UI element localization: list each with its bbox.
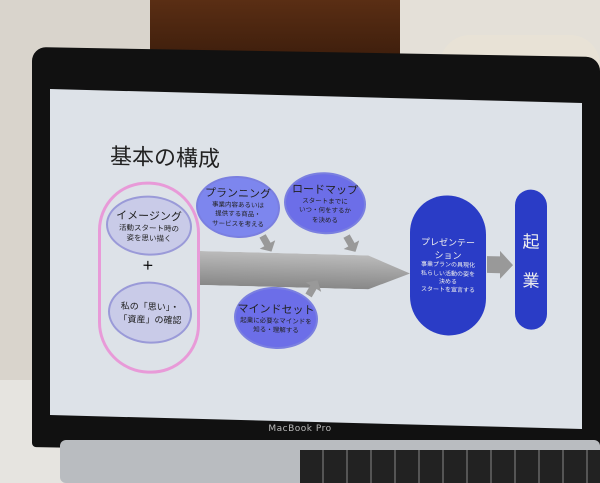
planning-line: サービスを考える — [212, 218, 264, 229]
arrow-down-icon — [255, 232, 280, 256]
presentation-line: スタートを宣言する — [420, 286, 475, 295]
mindset-bubble: マインドセット 起業に必要なマインドを 知る・理解する — [234, 285, 318, 351]
door — [150, 0, 400, 58]
roadmap-line: を決める — [312, 215, 338, 225]
double-arrow-icon — [487, 250, 513, 279]
keyboard — [300, 450, 600, 483]
planning-bubble: プランニング 事業内容あるいは 提供する商品・ サービスを考える — [196, 174, 280, 240]
goal-char: 業 — [522, 271, 540, 292]
presentation-pill: プレゼンテー ション 事業プランの具現化 私らしい活動の姿を 決める スタートを… — [410, 194, 486, 337]
roadmap-bubble: ロードマップ スタートまでに いつ・何をするか を決める — [284, 171, 366, 236]
goal-char: 起 — [522, 232, 540, 253]
confirm-line: 「資産」の確認 — [118, 314, 182, 327]
imaging-heading: イメージング — [116, 208, 182, 223]
laptop-brand: MacBook Pro — [268, 424, 332, 434]
arrow-down-icon — [339, 232, 364, 256]
slide-title: 基本の構成 — [110, 144, 221, 173]
plus-sign: + — [142, 257, 154, 274]
imaging-line: 姿を思い描く — [126, 233, 172, 244]
goal-pill: 起 業 — [515, 189, 547, 331]
main-arrow — [200, 251, 410, 290]
slide-screen: 基本の構成 イメージング 活動スタート時の 姿を思い描く + 私の「思い」・ 「… — [50, 89, 582, 429]
mindset-line: 知る・理解する — [253, 325, 299, 335]
